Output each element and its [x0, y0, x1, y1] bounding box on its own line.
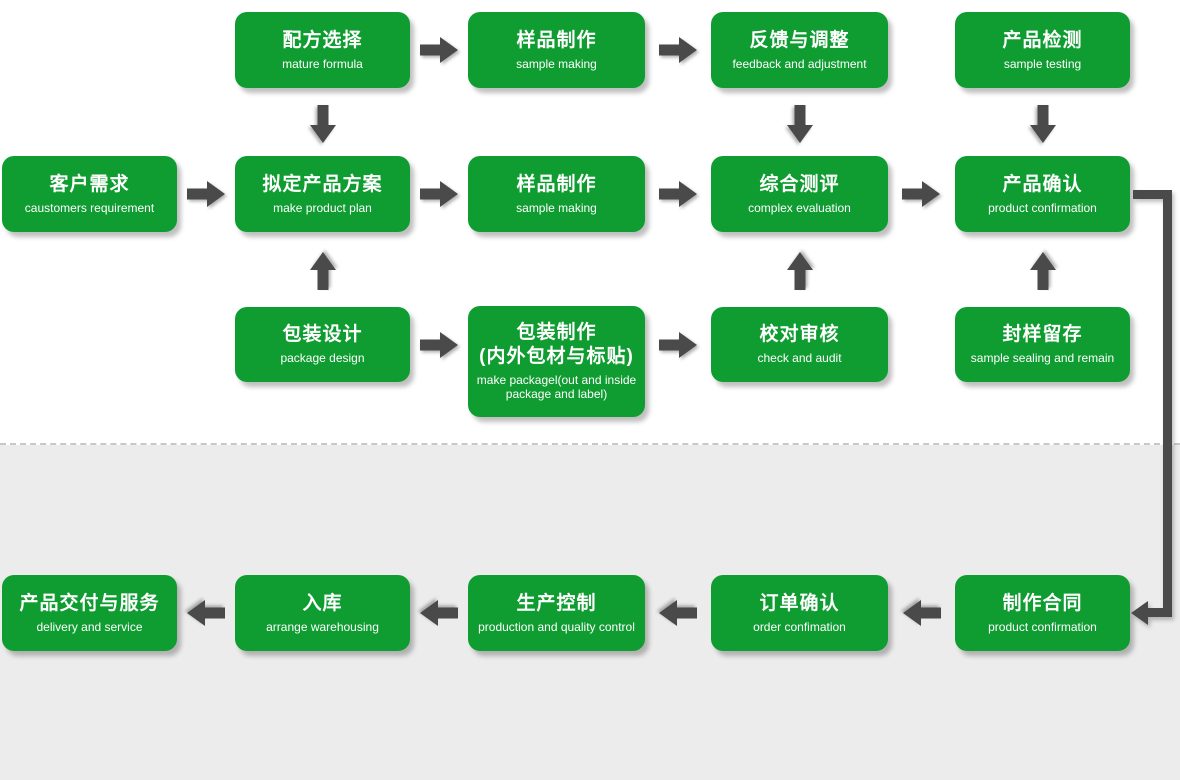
node-subtitle: make packagel(out and inside package and… [476, 372, 637, 402]
arrow-up-icon [310, 252, 336, 290]
node-complex-evaluation: 综合测评 complex evaluation [711, 156, 888, 232]
node-title: 综合测评 [759, 173, 840, 195]
node-mature-formula: 配方选择 mature formula [235, 12, 410, 88]
node-title: 校对审核 [759, 324, 840, 346]
arrow-down-icon [1030, 105, 1056, 143]
node-package-making: 包装制作 (内外包材与标贴) make packagel(out and ins… [468, 306, 645, 417]
node-title-line2: (内外包材与标贴) [479, 346, 634, 368]
node-title: 订单确认 [759, 592, 840, 614]
node-title: 生产控制 [516, 592, 597, 614]
arrow-right-icon [659, 37, 697, 63]
node-subtitle: feedback and adjustment [732, 56, 867, 71]
arrow-right-icon [420, 37, 458, 63]
node-sample-making-mid: 样品制作 sample making [468, 156, 645, 232]
arrow-up-icon [1030, 252, 1056, 290]
arrow-right-icon [659, 181, 697, 207]
node-subtitle: sample sealing and remain [970, 351, 1115, 366]
node-title: 入库 [302, 592, 343, 614]
arrow-down-icon [310, 105, 336, 143]
node-production-control: 生产控制 production and quality control [468, 575, 645, 651]
node-title: 客户需求 [49, 173, 130, 195]
node-subtitle: sample making [516, 200, 597, 215]
dashed-divider [0, 443, 1180, 445]
node-title: 产品确认 [1002, 173, 1083, 195]
connector-arrowhead-left-icon [1131, 601, 1148, 625]
node-subtitle: sample making [516, 56, 597, 71]
arrow-left-icon [187, 600, 225, 626]
node-subtitle: package design [280, 351, 365, 366]
node-subtitle: check and audit [757, 351, 842, 366]
connector-top-arm [1133, 190, 1172, 199]
node-product-plan: 拟定产品方案 make product plan [235, 156, 410, 232]
arrow-right-icon [659, 332, 697, 358]
node-sample-making-top: 样品制作 sample making [468, 12, 645, 88]
node-title: 样品制作 [516, 29, 597, 51]
node-subtitle: product confirmation [988, 200, 1097, 215]
node-title: 封样留存 [1002, 324, 1083, 346]
connector-bottom-tail [1147, 608, 1172, 617]
node-title: 配方选择 [282, 29, 363, 51]
node-subtitle: delivery and service [36, 619, 143, 634]
node-subtitle: mature formula [282, 56, 363, 71]
arrow-up-icon [787, 252, 813, 290]
node-subtitle: product confirmation [988, 619, 1097, 634]
node-product-testing: 产品检测 sample testing [955, 12, 1130, 88]
node-subtitle: production and quality control [478, 619, 635, 634]
node-order-confirmation: 订单确认 order confimation [711, 575, 888, 651]
arrow-down-icon [787, 105, 813, 143]
node-check-audit: 校对审核 check and audit [711, 307, 888, 382]
node-delivery-service: 产品交付与服务 delivery and service [2, 575, 177, 651]
node-product-confirmation: 产品确认 product confirmation [955, 156, 1130, 232]
node-subtitle: arrange warehousing [266, 619, 379, 634]
node-contract: 制作合同 product confirmation [955, 575, 1130, 651]
arrow-right-icon [420, 332, 458, 358]
node-title: 样品制作 [516, 173, 597, 195]
node-warehousing: 入库 arrange warehousing [235, 575, 410, 651]
node-package-design: 包装设计 package design [235, 307, 410, 382]
node-title: 产品交付与服务 [19, 592, 160, 614]
node-feedback-adjustment: 反馈与调整 feedback and adjustment [711, 12, 888, 88]
node-title: 反馈与调整 [749, 29, 850, 51]
node-title: 包装制作 [516, 322, 597, 344]
connector-vertical-stem [1163, 190, 1172, 617]
arrow-right-icon [420, 181, 458, 207]
arrow-left-icon [420, 600, 458, 626]
arrow-left-icon [903, 600, 941, 626]
node-subtitle: sample testing [1003, 56, 1082, 71]
node-subtitle: order confimation [753, 619, 846, 634]
node-subtitle: make product plan [273, 200, 372, 215]
node-subtitle: complex evaluation [748, 200, 851, 215]
node-subtitle: caustomers requirement [24, 200, 155, 215]
arrow-left-icon [659, 600, 697, 626]
node-title: 产品检测 [1002, 29, 1083, 51]
node-title: 制作合同 [1002, 592, 1083, 614]
arrow-right-icon [187, 181, 225, 207]
node-title: 拟定产品方案 [262, 173, 383, 195]
node-title: 包装设计 [282, 324, 363, 346]
arrow-right-icon [902, 181, 940, 207]
node-customer-requirement: 客户需求 caustomers requirement [2, 156, 177, 232]
node-sample-sealing: 封样留存 sample sealing and remain [955, 307, 1130, 382]
